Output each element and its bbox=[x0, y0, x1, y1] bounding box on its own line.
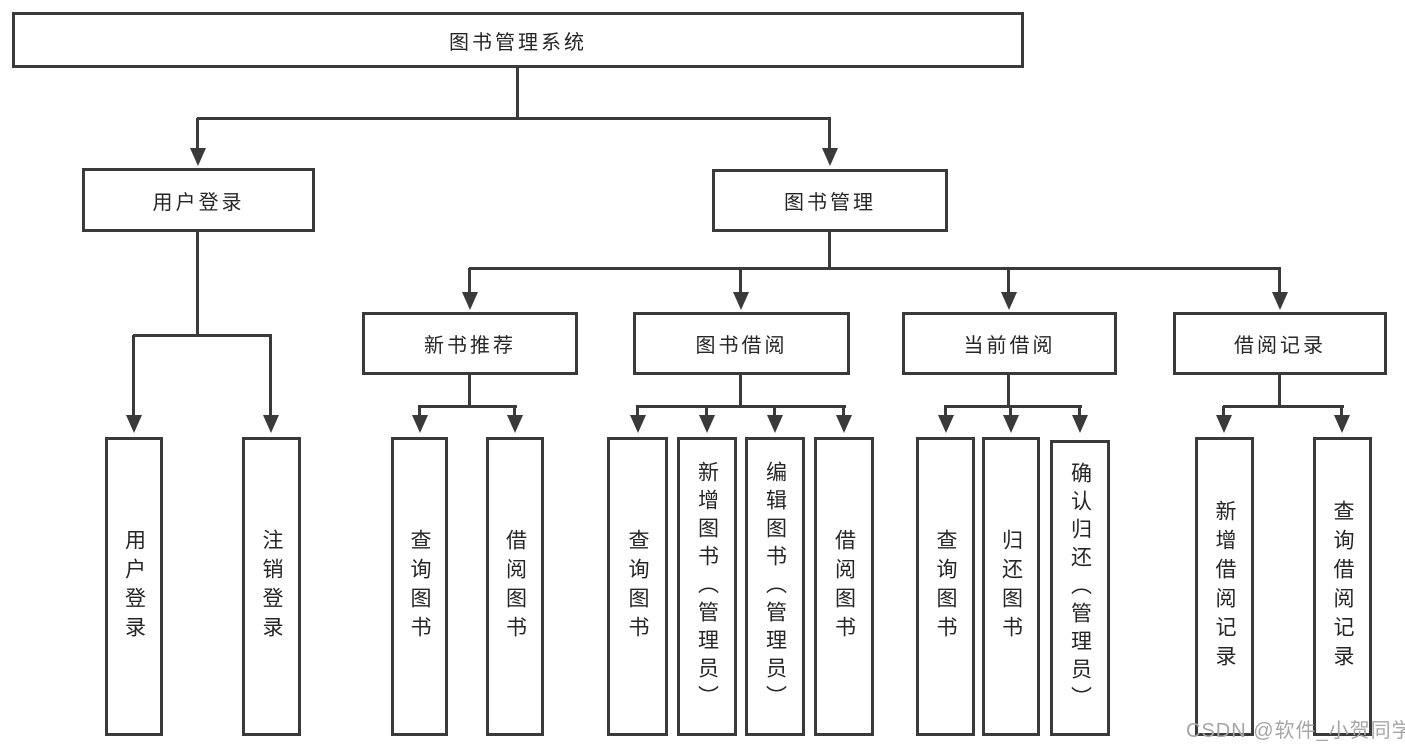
connector-line bbox=[516, 68, 519, 118]
connector-line bbox=[196, 118, 199, 150]
leaf-label: 新增借阅记录 bbox=[1213, 499, 1236, 674]
connector-line bbox=[196, 232, 199, 336]
arrow-down-icon bbox=[630, 415, 646, 433]
arrow-down-icon bbox=[1003, 415, 1019, 433]
node-label: 图书管理 bbox=[784, 192, 876, 214]
connector-line bbox=[828, 118, 831, 150]
arrow-down-icon bbox=[767, 415, 783, 433]
connector-line bbox=[468, 268, 471, 294]
connector-line bbox=[197, 117, 831, 120]
connector-line bbox=[1222, 406, 1225, 417]
node-borrow-records: 借阅记录 bbox=[1173, 312, 1387, 375]
leaf-newbook-borrow-books: 借阅图书 bbox=[486, 437, 544, 736]
connector-line bbox=[418, 406, 421, 417]
arrow-down-icon bbox=[822, 148, 838, 166]
arrow-down-icon bbox=[1272, 292, 1288, 310]
node-current-borrow: 当前借阅 bbox=[902, 312, 1117, 375]
csdn-watermark: CSDN @软件_小贺同学 bbox=[1186, 720, 1405, 742]
connector-line bbox=[739, 375, 742, 407]
connector-line bbox=[739, 268, 742, 294]
connector-line bbox=[944, 405, 1082, 408]
node-book-management: 图书管理 bbox=[712, 169, 948, 232]
leaf-records-query-record: 查询借阅记录 bbox=[1313, 437, 1372, 736]
leaf-label: 用户登录 bbox=[122, 528, 146, 645]
node-label: 借阅记录 bbox=[1234, 335, 1326, 357]
leaf-label: 查询图书 bbox=[408, 528, 431, 645]
leaf-borrow-query-books: 查询图书 bbox=[607, 437, 668, 736]
connector-line bbox=[468, 375, 471, 407]
connector-line bbox=[132, 335, 135, 417]
node-label: 图书借阅 bbox=[695, 335, 788, 357]
arrow-down-icon bbox=[699, 415, 715, 433]
leaf-user-login: 用户登录 bbox=[105, 437, 163, 736]
connector-line bbox=[636, 405, 846, 408]
leaf-label: 注销登录 bbox=[260, 528, 283, 645]
connector-line bbox=[469, 267, 1281, 270]
leaf-label: 归还图书 bbox=[999, 528, 1023, 645]
connector-line bbox=[269, 335, 272, 417]
connector-line bbox=[513, 406, 516, 417]
connector-line bbox=[636, 406, 639, 417]
node-root: 图书管理系统 bbox=[12, 12, 1024, 68]
leaf-borrow-edit-books-admin: 编辑图书（管理员） bbox=[745, 437, 805, 736]
leaf-current-query-books: 查询图书 bbox=[916, 437, 975, 736]
arrow-down-icon bbox=[462, 292, 478, 310]
arrow-down-icon bbox=[1334, 415, 1350, 433]
leaf-label: 借阅图书 bbox=[503, 528, 527, 645]
leaf-label: 确认归还（管理员） bbox=[1068, 462, 1092, 714]
connector-line bbox=[1223, 405, 1344, 408]
connector-line bbox=[1078, 406, 1081, 417]
connector-line bbox=[418, 405, 517, 408]
leaf-current-confirm-return-admin: 确认归还（管理员） bbox=[1050, 440, 1110, 736]
connector-line bbox=[1007, 268, 1010, 294]
leaf-newbook-query-books: 查询图书 bbox=[391, 437, 448, 736]
connector-line bbox=[1009, 406, 1012, 417]
leaf-label: 查询图书 bbox=[626, 528, 649, 645]
leaf-label: 新增图书（管理员） bbox=[695, 460, 719, 713]
connector-line bbox=[1340, 406, 1343, 417]
connector-line bbox=[1278, 268, 1281, 294]
connector-line bbox=[828, 232, 831, 269]
leaf-borrow-borrow-books: 借阅图书 bbox=[814, 437, 874, 736]
node-label: 新书推荐 bbox=[424, 335, 516, 357]
connector-line bbox=[1278, 375, 1281, 407]
arrow-down-icon bbox=[1001, 292, 1017, 310]
arrow-down-icon bbox=[733, 292, 749, 310]
connector-line bbox=[944, 406, 947, 417]
leaf-label: 查询图书 bbox=[934, 528, 957, 645]
arrow-down-icon bbox=[1216, 415, 1232, 433]
leaf-current-return-books: 归还图书 bbox=[982, 437, 1040, 736]
node-root-label: 图书管理系统 bbox=[449, 31, 587, 54]
node-label: 用户登录 bbox=[152, 191, 245, 214]
connector-line bbox=[705, 406, 708, 417]
leaf-label: 借阅图书 bbox=[832, 528, 856, 645]
node-book-borrow: 图书借阅 bbox=[633, 312, 850, 375]
node-user-login: 用户登录 bbox=[82, 168, 315, 232]
arrow-down-icon bbox=[836, 415, 852, 433]
connector-line bbox=[842, 406, 845, 417]
arrow-down-icon bbox=[190, 148, 206, 166]
leaf-label: 编辑图书（管理员） bbox=[763, 460, 787, 713]
connector-line bbox=[1007, 375, 1010, 407]
arrow-down-icon bbox=[507, 415, 523, 433]
connector-line bbox=[773, 406, 776, 417]
node-new-book-recommend: 新书推荐 bbox=[362, 312, 578, 375]
leaf-label: 查询借阅记录 bbox=[1331, 499, 1354, 674]
arrow-down-icon bbox=[938, 415, 954, 433]
arrow-down-icon bbox=[126, 415, 142, 433]
arrow-down-icon bbox=[263, 415, 279, 433]
leaf-logout: 注销登录 bbox=[242, 437, 301, 736]
leaf-records-add-record: 新增借阅记录 bbox=[1195, 437, 1254, 736]
node-label: 当前借阅 bbox=[963, 335, 1056, 357]
arrow-down-icon bbox=[1072, 415, 1088, 433]
leaf-borrow-add-books-admin: 新增图书（管理员） bbox=[677, 437, 737, 736]
arrow-down-icon bbox=[412, 415, 428, 433]
connector-line bbox=[133, 334, 272, 337]
